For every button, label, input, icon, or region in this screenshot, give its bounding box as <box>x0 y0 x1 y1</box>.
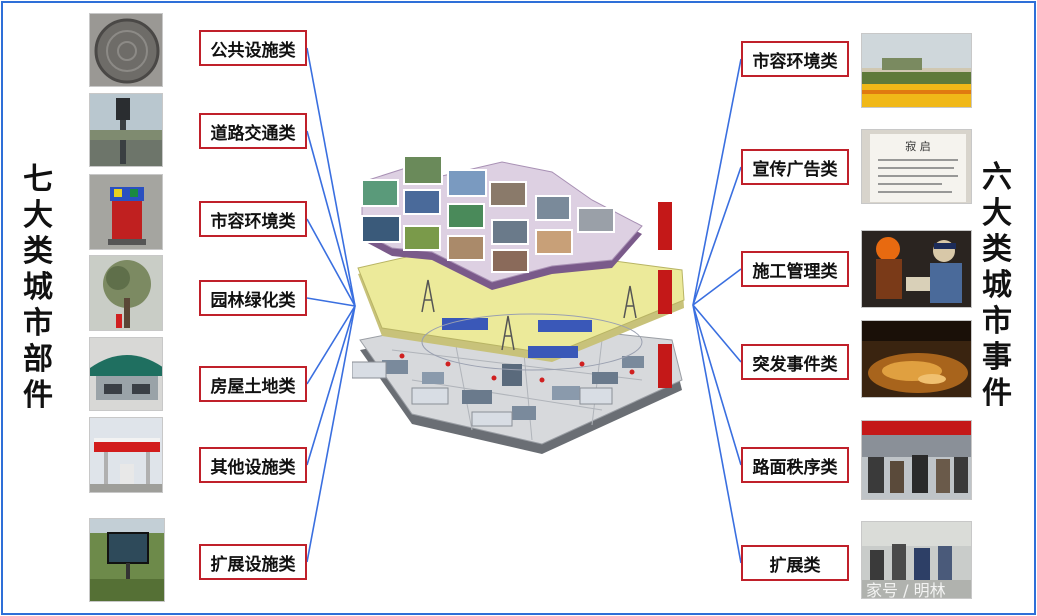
smart-city-layers-illustration <box>352 155 685 454</box>
right-category-box: 突发事件类 <box>741 344 849 380</box>
svg-text:寂 启: 寂 启 <box>905 139 931 153</box>
street-vendors-photo <box>861 420 972 500</box>
left-category-box: 公共设施类 <box>199 30 307 66</box>
trash-bin-photo <box>89 174 163 250</box>
left-category-box: 园林绿化类 <box>199 280 307 316</box>
right-category-box: 宣传广告类 <box>741 149 849 185</box>
gas-station-photo <box>89 417 163 493</box>
left-title: 七大类城市部件 <box>23 162 53 413</box>
posted-notice-photo: 寂 启 <box>861 129 972 204</box>
signboard-photo <box>89 518 165 602</box>
right-title: 六大类城市事件 <box>982 160 1012 411</box>
roadside-flowers-photo <box>861 33 972 108</box>
right-category-box: 施工管理类 <box>741 251 849 287</box>
right-category-box: 市容环境类 <box>741 41 849 77</box>
network-layer <box>357 241 685 371</box>
left-category-box: 扩展设施类 <box>199 544 307 580</box>
traffic-signal-photo <box>89 93 163 167</box>
covered-parking-photo <box>89 337 163 411</box>
application-layer <box>361 155 672 290</box>
right-category-box: 路面秩序类 <box>741 447 849 483</box>
left-category-box: 道路交通类 <box>199 113 307 149</box>
manhole-cover-photo <box>89 13 163 87</box>
application-photo-tiles <box>361 155 615 273</box>
tree-photo <box>89 255 163 331</box>
construction-workers-photo <box>861 230 972 308</box>
watermark-text: 家号 / 明林 <box>866 581 946 599</box>
left-category-box: 房屋土地类 <box>199 366 307 402</box>
street-crowd-photo: 家号 / 明林 <box>861 521 972 599</box>
left-category-box: 其他设施类 <box>199 447 307 483</box>
flooding-photo <box>861 320 972 398</box>
left-category-box: 市容环境类 <box>199 201 307 237</box>
right-category-box: 扩展类 <box>741 545 849 581</box>
sensing-layer <box>352 317 683 454</box>
